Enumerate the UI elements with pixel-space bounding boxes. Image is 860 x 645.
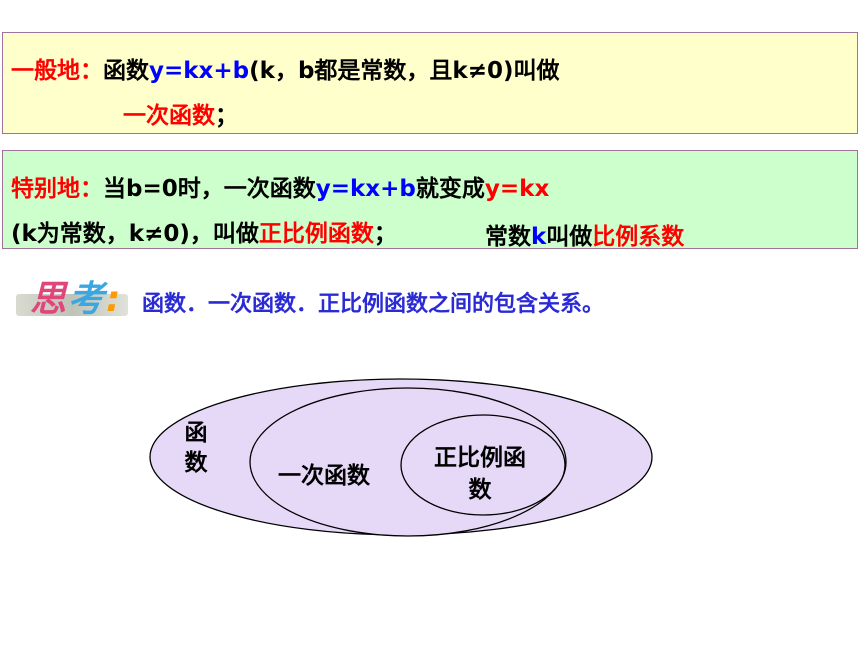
text-when-b-zero: 当b=0时，一次函数 bbox=[103, 176, 316, 202]
text-function: 函数 bbox=[103, 58, 149, 84]
venn-label-proportional-function: 正比例函数 bbox=[434, 445, 526, 503]
definition-line-2: 一次函数； bbox=[123, 96, 238, 130]
text-semicolon: ； bbox=[215, 103, 238, 129]
text-becomes: 就变成 bbox=[415, 176, 485, 202]
venn-label-function: 函数 bbox=[184, 420, 208, 476]
special-line-2: (k为常数，k≠0)，叫做正比例函数； bbox=[11, 214, 397, 248]
think-char-2: 考 bbox=[68, 279, 107, 320]
term-proportional-function: 正比例函数 bbox=[258, 221, 374, 247]
think-section: 思考: 函数．一次函数．正比例函数之间的包含关系。 bbox=[10, 268, 840, 324]
definition-box-proportional-function: 特别地：当b=0时，一次函数y=kx+b就变成y=kx (k为常数，k≠0)，叫… bbox=[2, 150, 858, 251]
text-called: 叫做 bbox=[546, 224, 593, 250]
symbol-k: k bbox=[531, 224, 547, 250]
text-constant: 常数 bbox=[485, 224, 531, 250]
think-question: 函数．一次函数．正比例函数之间的包含关系。 bbox=[142, 292, 605, 317]
text-condition: (k，b都是常数，且k≠0)叫做 bbox=[249, 58, 560, 84]
definition-box-linear-function: 一般地：函数y=kx+b(k，b都是常数，且k≠0)叫做 一次函数； bbox=[2, 32, 858, 134]
formula-y-kx-b: y=kx+b bbox=[149, 58, 250, 84]
formula-y-kx-b: y=kx+b bbox=[315, 176, 416, 202]
label-special: 特别地： bbox=[11, 176, 103, 202]
venn-inner-ellipse bbox=[400, 414, 566, 516]
formula-y-kx: y=kx bbox=[484, 176, 550, 202]
text-k-constant: (k为常数，k≠0)，叫做 bbox=[11, 221, 259, 247]
special-line-1: 特别地：当b=0时，一次函数y=kx+b就变成y=kx bbox=[11, 169, 549, 203]
venn-label-linear-function: 一次函数 bbox=[278, 463, 370, 489]
text-semicolon: ； bbox=[373, 221, 397, 247]
think-title-shadow bbox=[16, 294, 128, 316]
think-title: 思考: bbox=[30, 270, 122, 322]
term-proportion-coefficient: 比例系数 bbox=[592, 224, 685, 250]
term-linear-function: 一次函数 bbox=[123, 103, 215, 129]
think-colon: : bbox=[106, 279, 123, 320]
think-char-1: 思 bbox=[30, 279, 69, 320]
special-line-2b: 常数k叫做比例系数 bbox=[485, 217, 684, 251]
label-general: 一般地： bbox=[11, 58, 103, 84]
definition-line-1: 一般地：函数y=kx+b(k，b都是常数，且k≠0)叫做 bbox=[11, 51, 560, 85]
